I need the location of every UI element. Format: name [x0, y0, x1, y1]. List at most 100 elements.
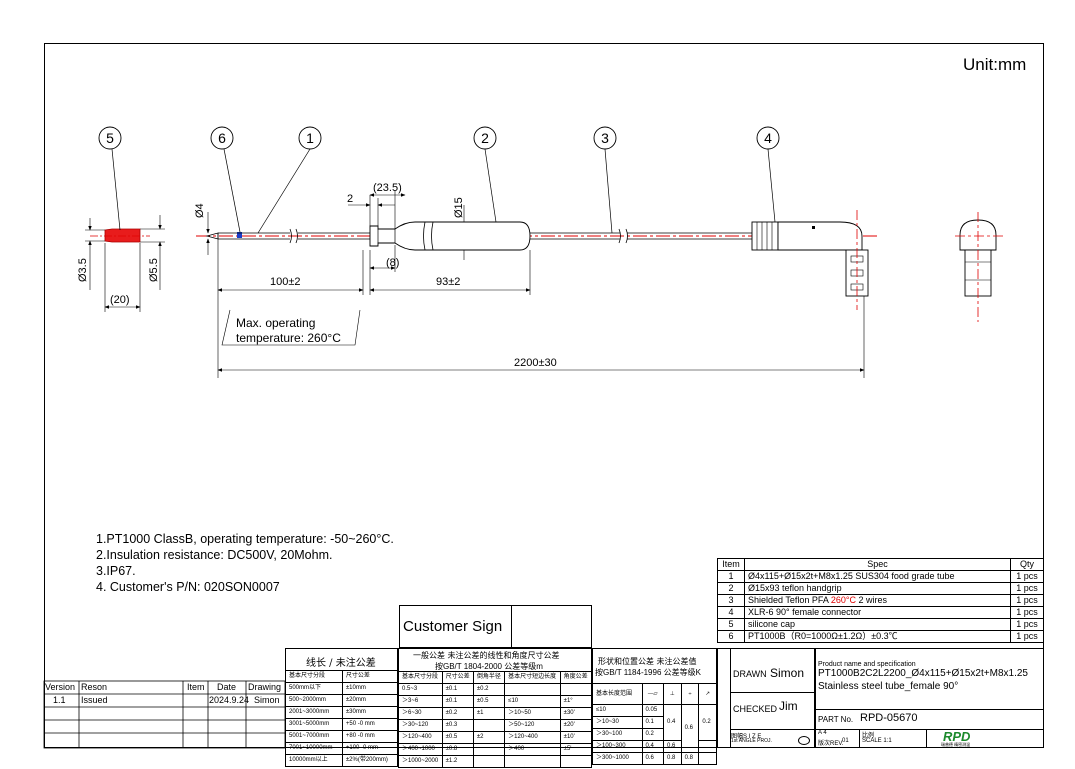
general-tol-cell [472, 743, 506, 756]
rev-header-version: Version [45, 682, 76, 692]
table-row: ＞30~120±0.3＞50~120±20' [398, 719, 593, 732]
dim-l2: 2 [347, 193, 353, 205]
product-block: Product name and specification PT1000B2C… [815, 648, 1044, 748]
general-tol-cell: ±0.2 [441, 707, 474, 720]
xlr-connector [751, 210, 869, 310]
balloon-2: 2 [481, 130, 489, 146]
general-tol-cell: ±0.1 [441, 695, 474, 708]
title-block-frame [43, 680, 286, 749]
form-tol-value: 0.4 [663, 704, 682, 741]
runout-icon: ↗ [698, 683, 717, 705]
form-tol-value [698, 752, 717, 765]
form-tol-value: 0.1 [641, 716, 664, 729]
bom-spec-part: Shielded Teflon PFA [748, 595, 831, 606]
general-tol-cell [559, 683, 593, 696]
table-row: 0.5~3±0.1±0.2 [398, 683, 593, 696]
product-label: Product name and specification [818, 661, 916, 668]
linear-tol-range: 7001~10000mm [285, 742, 343, 755]
sheet-size: A 4 [818, 730, 827, 736]
scale-value: SCALE 1:1 [862, 738, 892, 744]
form-tol-value: 0.4 [641, 740, 664, 753]
dim-d15: Ø15 [453, 197, 465, 218]
note-2: 2.Insulation resistance: DC500V, 20Mohm. [96, 548, 333, 562]
rev-version: 1.1 [53, 695, 66, 705]
note-4: 4. Customer's P/N: 020SON0007 [96, 580, 280, 594]
rev-header-item: Item [187, 682, 205, 692]
bom-qty: 1 pcs [1010, 570, 1044, 583]
form-tol-range: ＞10~30 [592, 716, 643, 729]
bom-spec-temp: 260°C [830, 595, 857, 606]
bom-spec: XLR-6 90° female connector [744, 606, 1011, 619]
general-tol-title: 一般公差 未注公差的线性和角度尺寸公差 [413, 651, 560, 660]
form-tol-value: 0.6 [663, 740, 682, 753]
dim-l100: 100±2 [270, 276, 301, 288]
form-tol-value: 0.6 [641, 752, 664, 765]
table-row: 1 Ø4x115+Ø15x2t+M8x1.25 SUS304 food grad… [717, 570, 1044, 583]
general-tol-cell: ±5' [559, 743, 593, 756]
dim-d35: Ø3.5 [77, 258, 89, 282]
linear-tol-range: 5001~7000mm [285, 730, 343, 743]
form-tol-range: ＞300~1000 [592, 752, 643, 765]
balloon-4: 4 [764, 130, 772, 146]
general-tol-cell: ±0.2 [472, 683, 506, 696]
rev-header-date: Date [217, 682, 237, 692]
product-spec-line1: PT1000B2C2L2200_Ø4x115+Ø15x2t+M8x1.25 [818, 668, 1028, 679]
form-tol-value: 0.05 [641, 704, 664, 717]
linear-tol-value: +100 -0 mm [341, 742, 399, 755]
table-row: 5 silicone cap 1 pcs [717, 618, 1044, 631]
table-row: 500~2000mm±20mm [285, 694, 399, 707]
bom-spec: Ø4x115+Ø15x2t+M8x1.25 SUS304 food grade … [744, 570, 1011, 583]
table-row: ＞3~6±0.1±0.5≤10±1° [398, 695, 593, 708]
general-tol-subtitle: 按GB/T 1804-2000 公差等级m [435, 662, 543, 671]
form-tol-value: 0.8 [663, 752, 682, 765]
bom-spec: PT1000B（R0=1000Ω±1.2Ω）±0.3℃ [744, 630, 1011, 643]
form-tol-subtitle: 按GB/T 1184-1996 公差等级K [595, 668, 701, 677]
balloons [98, 126, 780, 150]
general-tol-cell [559, 755, 593, 768]
linear-tolerance-table: 线长 / 未注公差 基本尺寸分段尺寸公差 500mm以下±10mm 500~20… [285, 648, 399, 767]
customer-sign-label: Customer Sign [403, 618, 503, 635]
general-tol-cell: ±0.3 [441, 719, 474, 732]
dimension-lines [206, 190, 865, 378]
rev-header-drawing: Drawing [248, 682, 282, 692]
general-tol-cell: ＞400~1000 [398, 743, 443, 756]
general-tol-cell: ±10' [559, 731, 593, 744]
balloon-6: 6 [218, 130, 226, 146]
bom-item: 3 [717, 594, 745, 607]
form-tol-value: 0.6 [680, 704, 700, 753]
maxtemp-line1: Max. operating [236, 316, 315, 330]
scale-label: 比例 [862, 733, 875, 739]
balloon-1: 1 [306, 130, 314, 146]
general-tol-header: 尺寸公差 [441, 671, 474, 684]
checked-by: Jim [779, 699, 798, 713]
general-tol-cell: ＞10~50 [504, 707, 561, 720]
bom-item: 5 [717, 618, 745, 631]
part-no: RPD-05670 [860, 712, 918, 724]
bom-spec-part: 2 wires [856, 595, 888, 606]
linear-tol-header: 基本尺寸分段 [285, 670, 343, 683]
bom-spec: Shielded Teflon PFA 260°C 2 wires [744, 594, 1011, 607]
drawn-by: Simon [770, 666, 805, 680]
form-tol-value: 0.2 [698, 704, 717, 741]
probe-tube [205, 228, 370, 244]
general-tol-cell: ±0.8 [441, 743, 474, 756]
linear-tol-range: 2001~3000mm [285, 706, 343, 719]
table-row: 10000mm以上±2%(带200mm) [285, 754, 399, 767]
general-tol-cell: ＞120~400 [504, 731, 561, 744]
rev-reason: Issued [81, 695, 108, 705]
form-tol-value [698, 740, 717, 753]
form-tolerance-table: 形状和位置公差 未注公差值 按GB/T 1184-1996 公差等级K 基本长度… [592, 648, 717, 765]
linear-tol-value: +80 -0 mm [341, 730, 399, 743]
dim-l235: (23.5) [373, 182, 402, 194]
general-tol-cell: ＞400 [504, 743, 561, 756]
general-tol-cell [472, 755, 506, 768]
linear-tol-range: 3001~5000mm [285, 718, 343, 731]
general-tol-cell: ＞50~120 [504, 719, 561, 732]
company-logo-subtitle: 瑞普德 精密测温 [941, 742, 971, 747]
linear-tol-value: ±20mm [341, 694, 399, 707]
projection-icon [798, 736, 810, 745]
table-row: 2001~3000mm±30mm [285, 706, 399, 719]
